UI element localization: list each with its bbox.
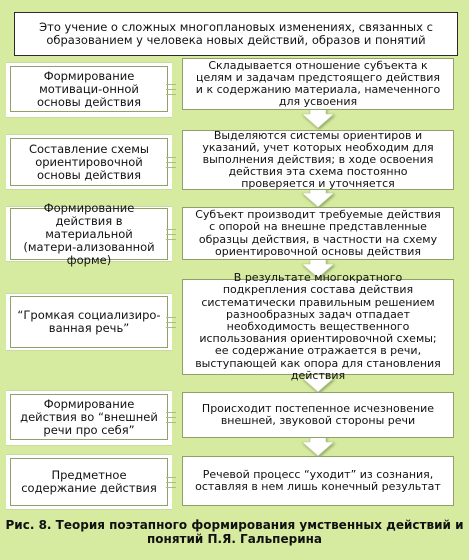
description-text: Складывается отношение субъекта к целям … (195, 58, 441, 109)
stage-label: Составление схемы ориентировочной основы… (28, 141, 150, 182)
description-box-2: Выделяются системы ориентиров и указаний… (182, 128, 454, 191)
stage-label: “Громкая социализиро-ванная речь” (17, 308, 161, 335)
figure-caption: Рис. 8. Теория поэтапного формирования у… (5, 518, 464, 546)
description-box-6: Речевой процесс “уходит” из сознания, ос… (182, 456, 454, 506)
stage-label: Формирование действия в материальной (ма… (23, 200, 155, 267)
description-box-4: В результате многократного подкрепления … (182, 272, 454, 381)
stage-box-2: Составление схемы ориентировочной основы… (10, 138, 168, 186)
intro-box: Это учение о сложных многоплановых измен… (14, 12, 458, 56)
description-text: В результате многократного подкрепления … (195, 271, 441, 382)
arrow-down-icon (301, 107, 335, 129)
arrow-down-icon (301, 435, 335, 457)
stage-box-4: “Громкая социализиро-ванная речь” (10, 296, 168, 348)
description-box-1: Складывается отношение субъекта к целям … (182, 58, 454, 110)
stage-box-5: Формирование действия во “внешней речи п… (10, 394, 168, 440)
description-box-3: Субъект производит требуемые действия с … (182, 207, 454, 260)
description-text: Выделяются системы ориентиров и указаний… (202, 128, 434, 191)
description-text: Происходит постепенное исчезновение внеш… (201, 401, 435, 427)
description-box-5: Происходит постепенное исчезновение внеш… (182, 392, 454, 438)
description-text: Речевой процесс “уходит” из сознания, ос… (195, 467, 441, 493)
description-text: Субъект производит требуемые действия с … (195, 208, 441, 258)
connector (166, 458, 176, 506)
stage-box-1: Формирование мотиваци-онной основы дейст… (10, 66, 168, 112)
stage-label: Формирование действия во “внешней речи п… (20, 396, 158, 437)
connector (166, 138, 176, 186)
intro-text: Это учение о сложных многоплановых измен… (39, 20, 433, 47)
connector (166, 66, 176, 112)
connector (166, 296, 176, 348)
connector (166, 394, 176, 440)
stage-label: Формирование мотиваци-онной основы дейст… (36, 68, 142, 109)
stage-box-3: Формирование действия в материальной (ма… (10, 201, 168, 266)
connector (166, 208, 176, 260)
stage-label: Предметное содержание действия (21, 468, 157, 495)
stage-box-6: Предметное содержание действия (10, 458, 168, 506)
